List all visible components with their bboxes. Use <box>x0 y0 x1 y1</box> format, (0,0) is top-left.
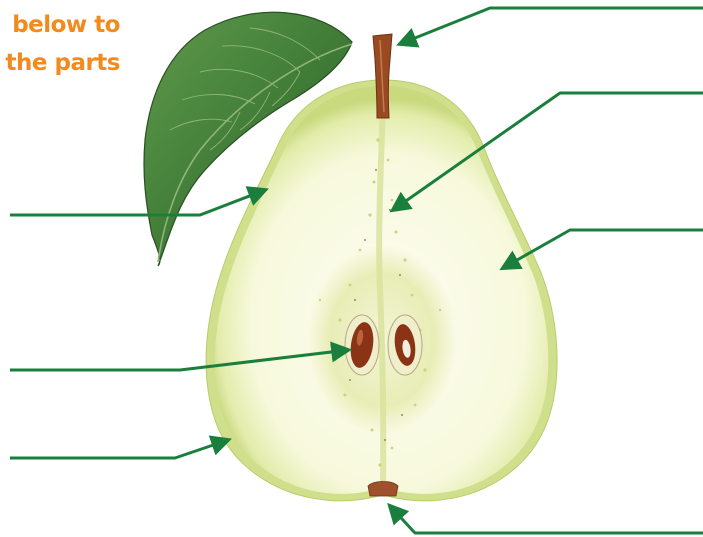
label-line-stalk <box>400 8 703 44</box>
label-line-skin <box>10 190 265 215</box>
label-line-skin-bottom <box>10 440 228 458</box>
label-line-base <box>390 506 703 533</box>
base <box>368 482 398 497</box>
